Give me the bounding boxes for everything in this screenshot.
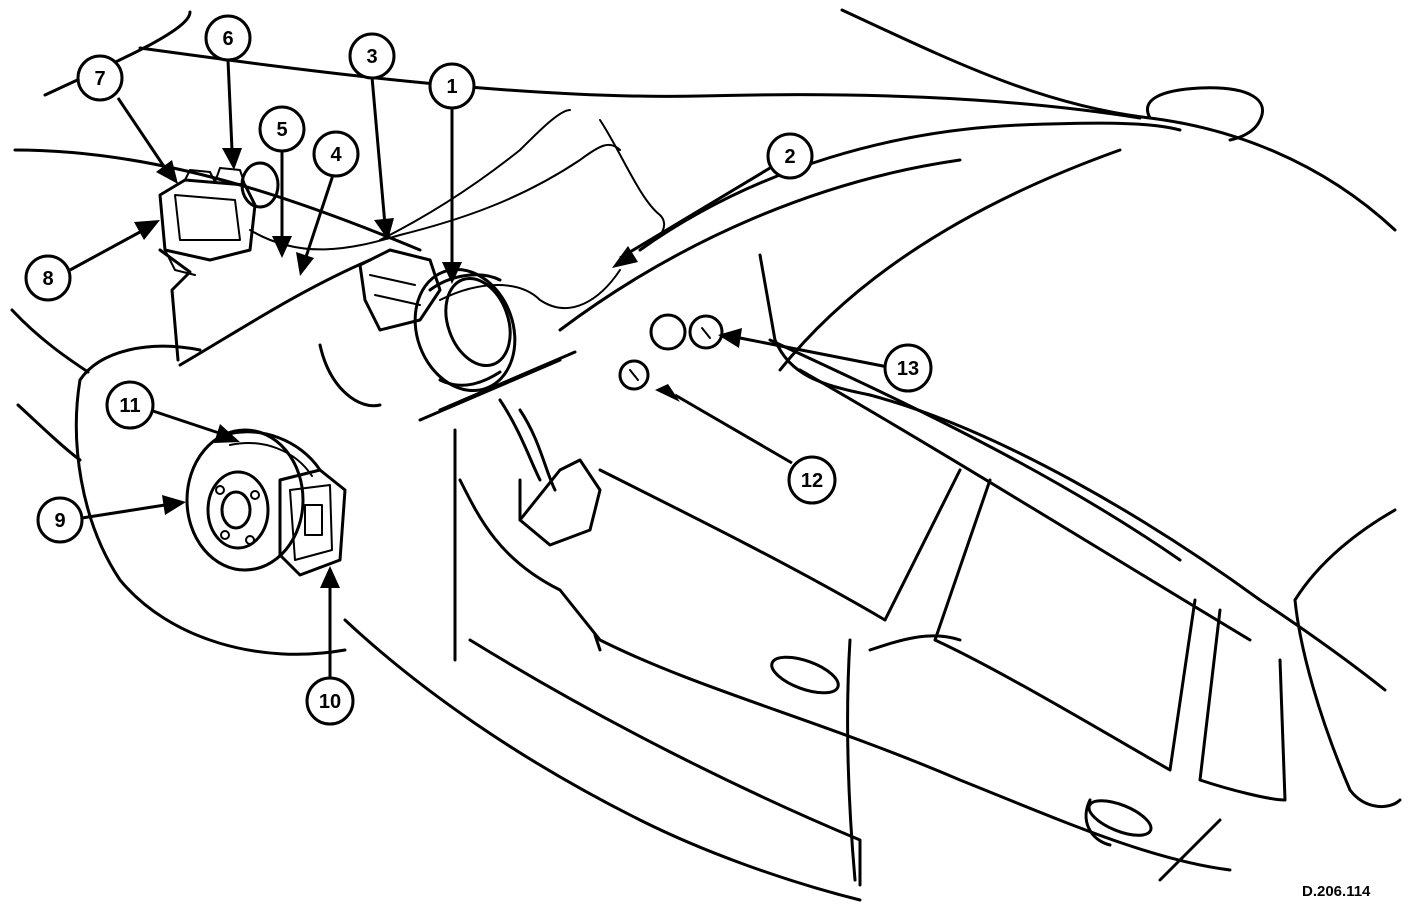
hydraulic-modulator	[158, 161, 280, 276]
callout-label: 5	[276, 119, 287, 141]
callout-5: 5	[258, 105, 306, 153]
callout-label: 9	[54, 510, 65, 532]
vehicle-line-art	[10, 8, 1402, 902]
wheel-speed-sensor	[223, 430, 322, 477]
callout-label: 2	[784, 146, 795, 168]
callout-label: 11	[119, 395, 140, 417]
callout-label: 7	[94, 68, 105, 90]
callout-label: 3	[366, 46, 377, 68]
callout-label: 6	[222, 28, 233, 50]
callout-label: 13	[897, 358, 919, 380]
leader-lines	[69, 59, 889, 678]
callout-8: 8	[24, 254, 72, 302]
callout-4: 4	[312, 130, 360, 178]
callout-1: 1	[428, 62, 476, 110]
brake-booster	[413, 267, 517, 393]
callout-7: 7	[76, 54, 124, 102]
callout-label: 4	[330, 144, 342, 166]
callout-11: 11	[105, 380, 155, 430]
callout-6: 6	[204, 14, 252, 62]
callouts: 1 2 3 4 5 6 7 8	[24, 14, 933, 726]
brake-caliper	[278, 468, 347, 577]
drawing-reference: D.206.114	[1302, 883, 1371, 900]
front-brake-disc	[185, 428, 305, 572]
callout-label: 10	[319, 691, 341, 713]
callout-10: 10	[305, 676, 355, 726]
callout-2: 2	[766, 132, 814, 180]
callout-label: 1	[446, 76, 457, 98]
callout-12: 12	[787, 455, 837, 505]
callout-label: 8	[42, 268, 53, 290]
callout-13: 13	[883, 343, 933, 393]
master-cylinder	[358, 248, 442, 332]
callout-label: 12	[801, 470, 823, 492]
callout-9: 9	[36, 496, 84, 544]
callout-3: 3	[348, 32, 396, 80]
